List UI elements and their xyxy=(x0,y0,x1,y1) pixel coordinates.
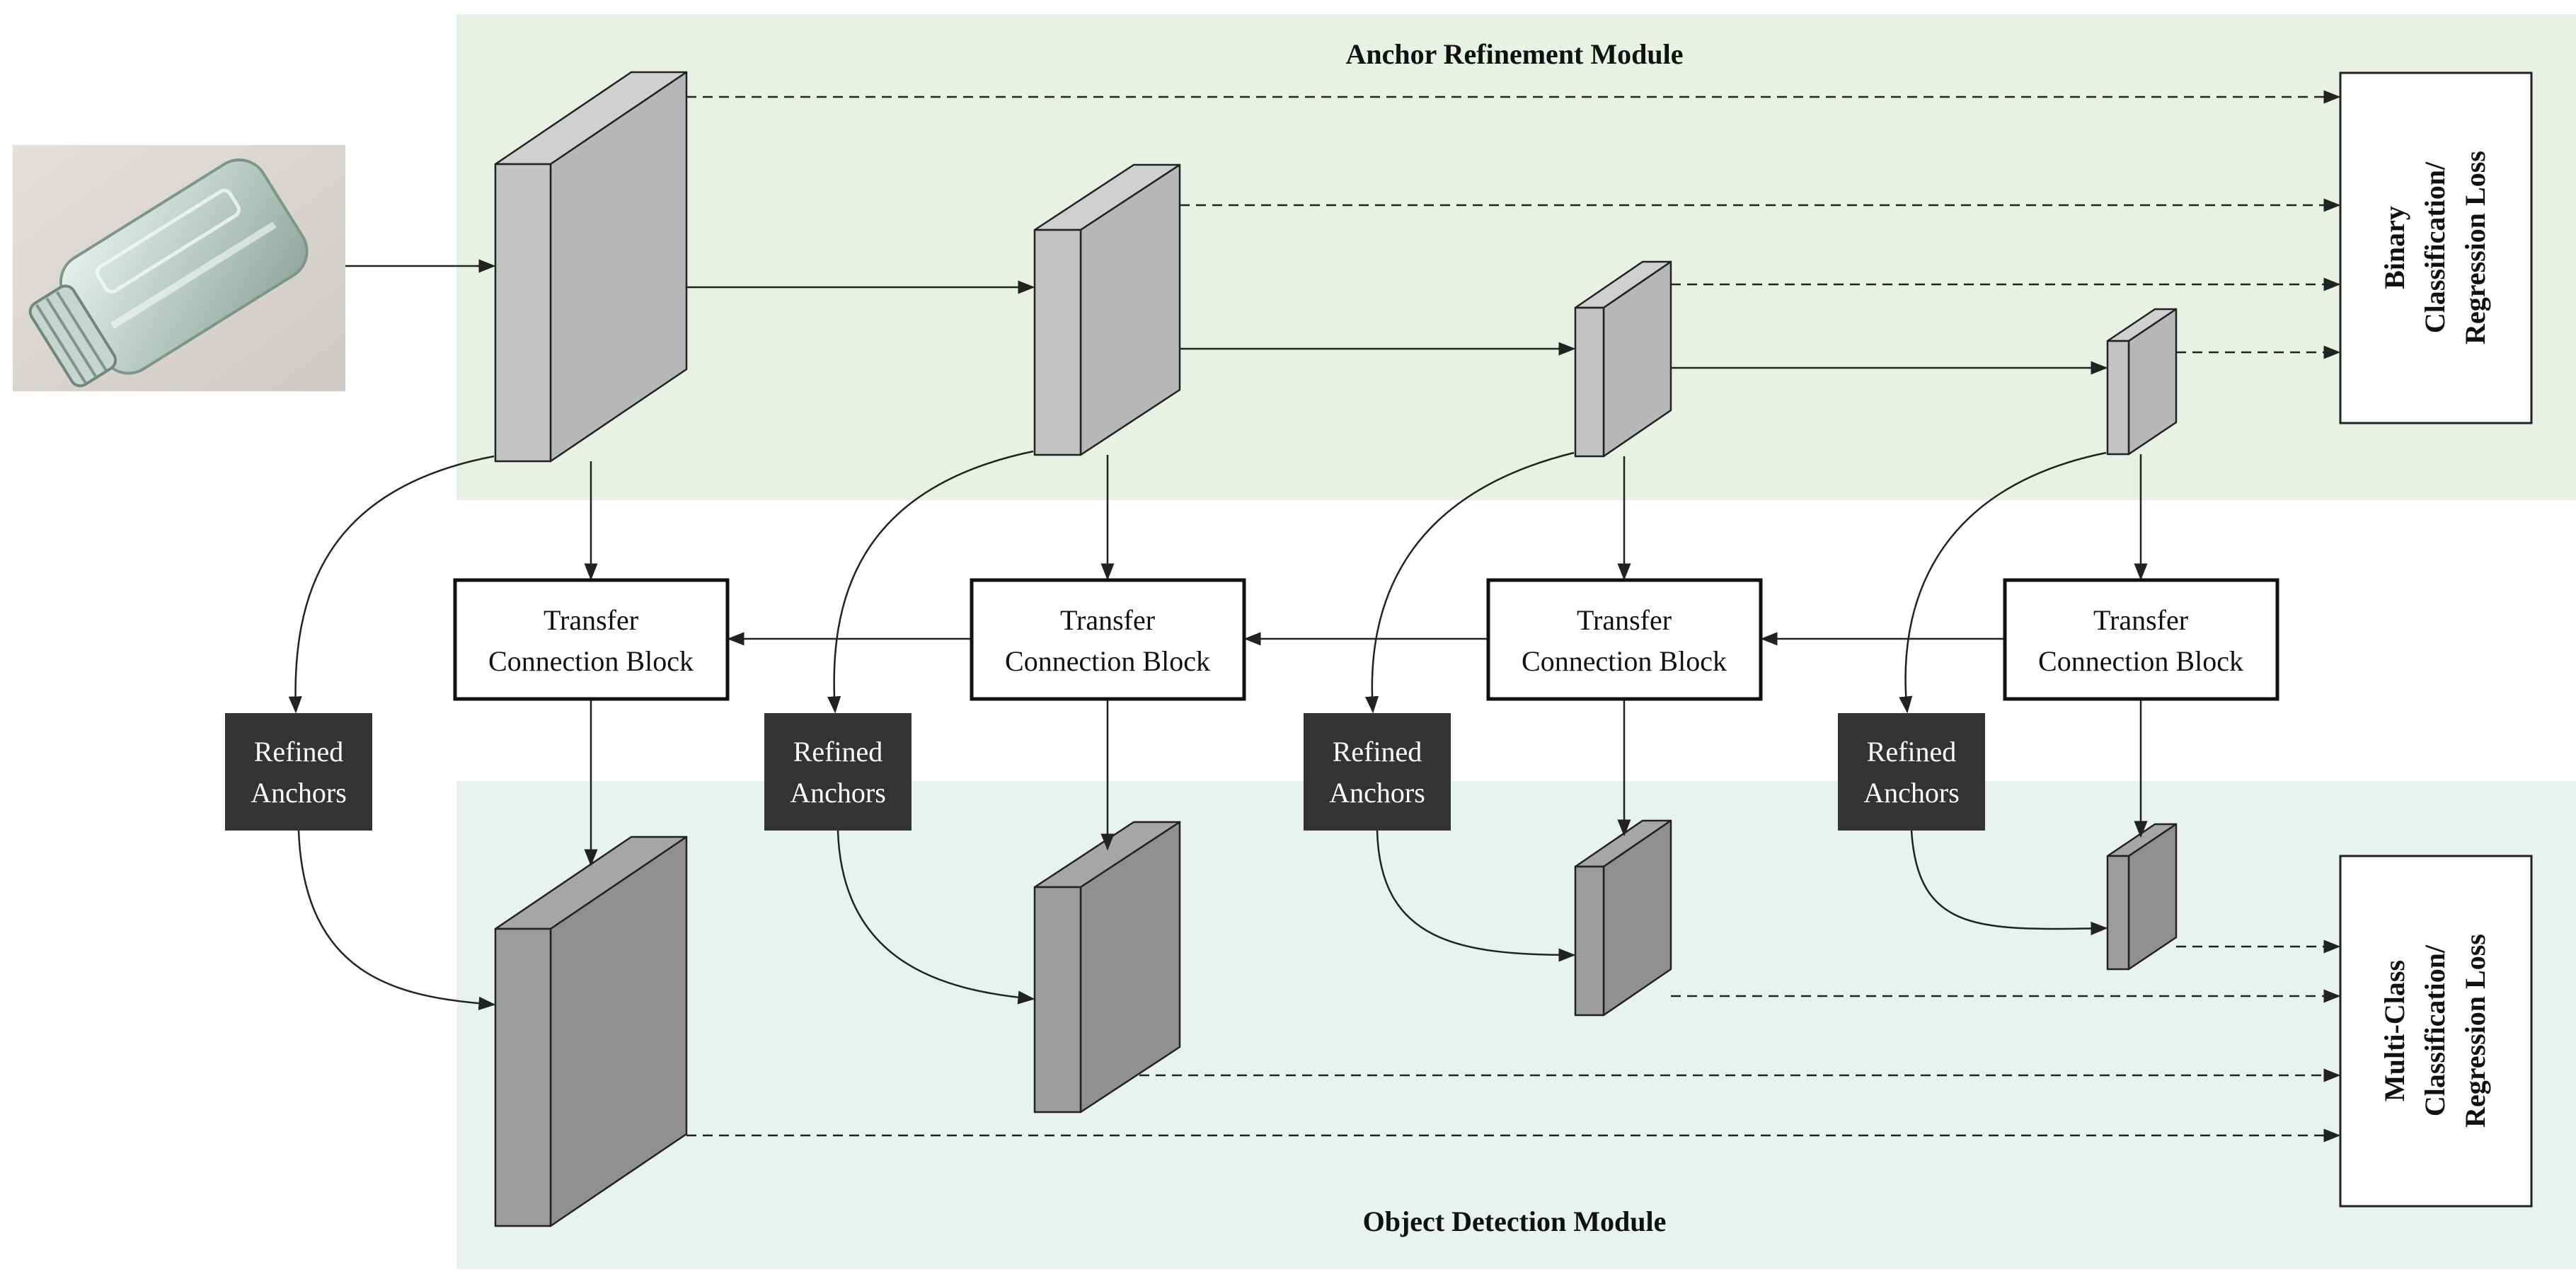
tcb-label-line2: Connection Block xyxy=(1005,645,1210,677)
refined-anchors-box: Refined Anchors xyxy=(225,713,372,831)
anchor-curve-arrow xyxy=(1364,451,1575,714)
transfer-connection-block: Transfer Connection Block xyxy=(453,578,730,701)
refined-anchors-box: Refined Anchors xyxy=(764,713,912,831)
input-image xyxy=(13,145,345,391)
multiclass-loss-box: Multi-Class Classification/ Regression L… xyxy=(2339,855,2533,1208)
multiclass-loss-line3: Regression Loss xyxy=(2459,934,2491,1128)
transfer-connection-block: Transfer Connection Block xyxy=(1486,578,1763,701)
tcb-label-line1: Transfer xyxy=(1060,604,1155,636)
anchor-curve-arrow xyxy=(827,450,1034,714)
arm-feature-map xyxy=(494,71,688,463)
refined-anchors-line1: Refined xyxy=(254,736,344,768)
arm-feature-map xyxy=(1574,260,1672,458)
transfer-connection-block: Transfer Connection Block xyxy=(2003,578,2279,701)
odm-feature-map xyxy=(2106,823,2178,971)
odm-feature-map xyxy=(1033,821,1181,1114)
anchor-to-odm-arrow xyxy=(1376,830,1576,962)
anchor-refinement-module-region xyxy=(456,14,2576,500)
refined-anchors-line2: Anchors xyxy=(1863,777,1960,809)
anchor-to-odm-arrow xyxy=(1910,830,2108,935)
arm-title: Anchor Refinement Module xyxy=(1346,38,1684,70)
anchor-curve-arrow xyxy=(288,455,495,714)
arm-feature-map xyxy=(1033,163,1181,456)
object-detection-module-region xyxy=(456,781,2576,1269)
anchor-to-odm-arrow xyxy=(297,830,496,1011)
tcb-label-line2: Connection Block xyxy=(2038,645,2243,677)
refined-anchors-line1: Refined xyxy=(1867,736,1957,768)
refined-anchors-box: Refined Anchors xyxy=(1304,713,1451,831)
odm-title: Object Detection Module xyxy=(1363,1205,1667,1237)
binary-loss-box: Binary Classification/ Regression Loss xyxy=(2339,71,2533,424)
refined-anchors-box: Refined Anchors xyxy=(1838,713,1985,831)
tcb-label-line1: Transfer xyxy=(544,604,638,636)
tcb-label-line2: Connection Block xyxy=(1522,645,1727,677)
tcb-label-line2: Connection Block xyxy=(488,645,694,677)
anchor-to-odm-arrow xyxy=(836,830,1035,1005)
multiclass-loss-line1: Multi-Class xyxy=(2379,960,2410,1101)
refined-anchors-line2: Anchors xyxy=(1329,777,1425,809)
refined-anchors-line1: Refined xyxy=(793,736,883,768)
binary-loss-line1: Binary xyxy=(2379,206,2410,289)
refined-anchors-line2: Anchors xyxy=(251,777,347,809)
binary-loss-line2: Classification/ xyxy=(2419,161,2451,333)
tcb-label-line1: Transfer xyxy=(2093,604,2188,636)
binary-loss-line3: Regression Loss xyxy=(2459,151,2491,345)
refined-anchors-line1: Refined xyxy=(1333,736,1422,768)
refined-anchors-line2: Anchors xyxy=(790,777,886,809)
arm-feature-map xyxy=(2106,308,2178,456)
tcb-label-line1: Transfer xyxy=(1577,604,1672,636)
transfer-connection-block: Transfer Connection Block xyxy=(970,578,1246,701)
odm-feature-map xyxy=(1574,819,1672,1017)
multiclass-loss-line2: Classification/ xyxy=(2419,944,2451,1116)
anchor-curve-arrow xyxy=(1899,451,2107,714)
odm-feature-map xyxy=(494,835,688,1227)
